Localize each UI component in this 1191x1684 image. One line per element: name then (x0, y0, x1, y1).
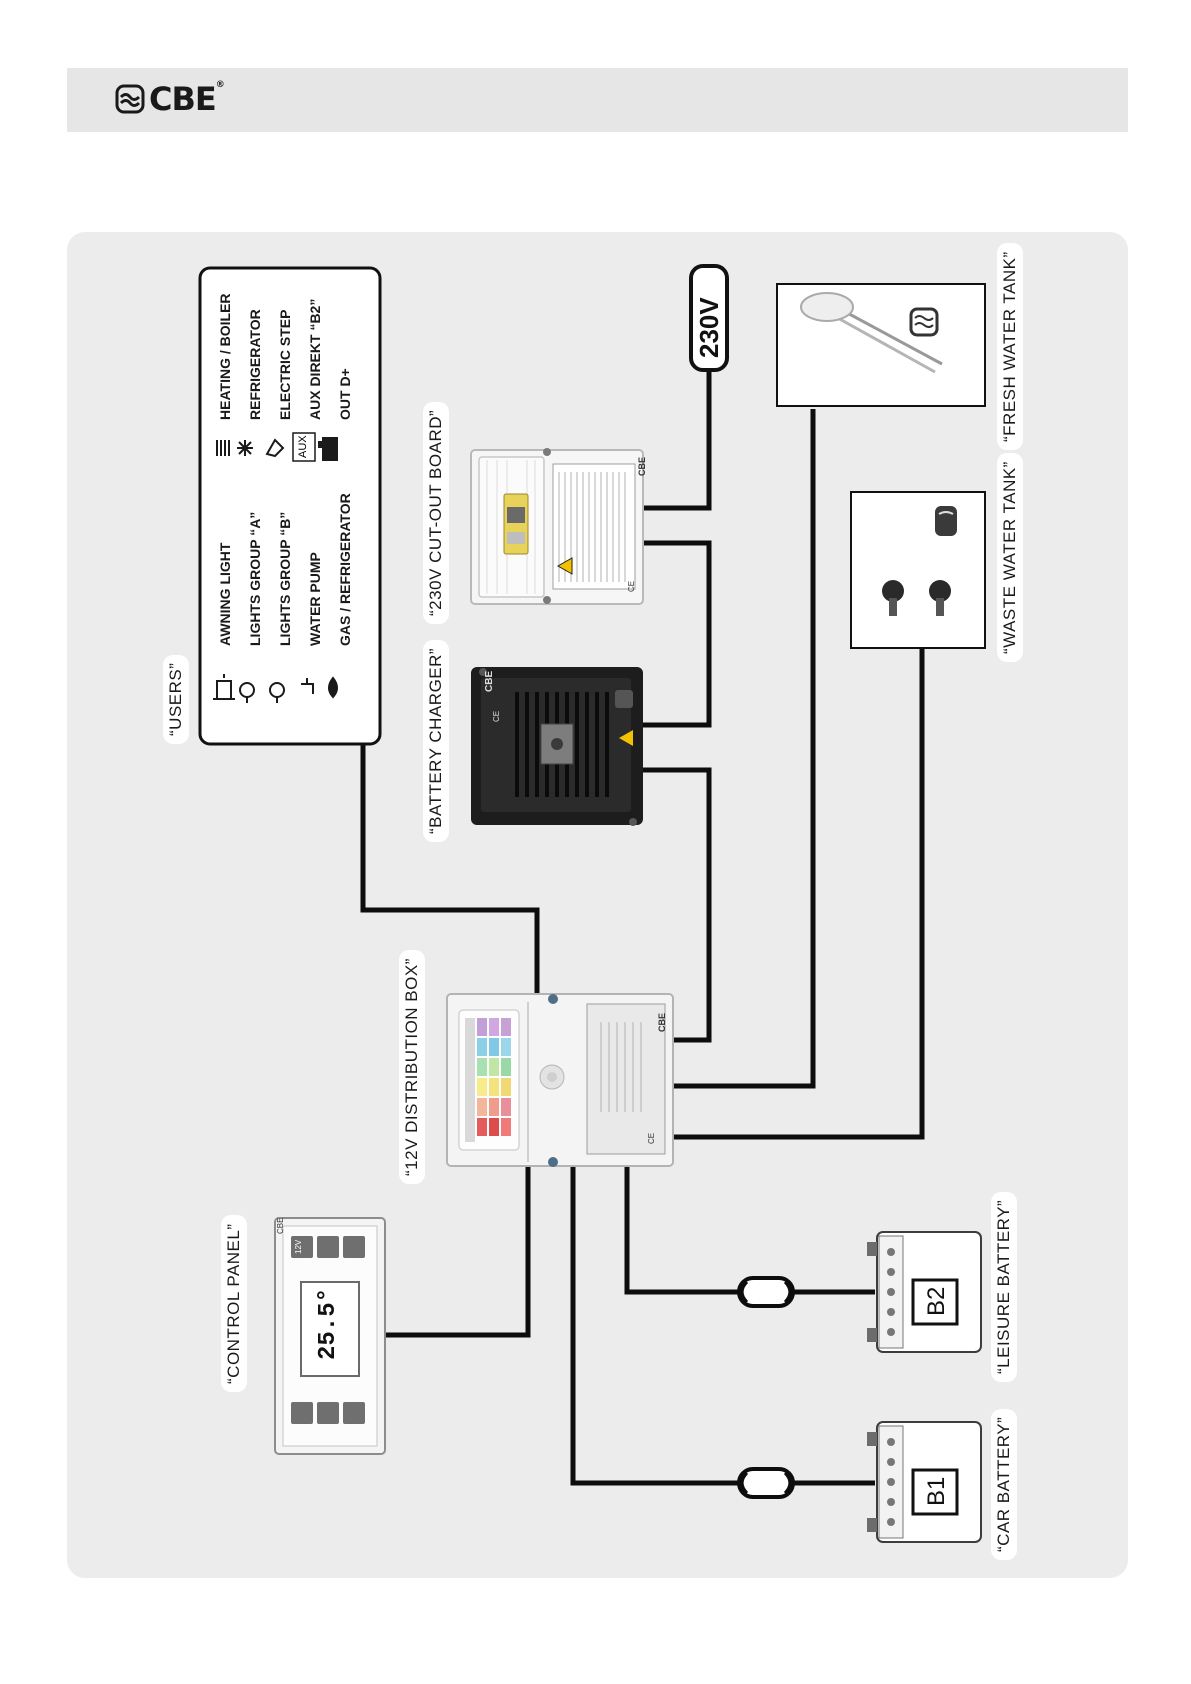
fuse-block (465, 1018, 511, 1142)
user-label-left-2: LIGHTS GROUP “B” (277, 511, 293, 646)
caption-battery-charger: “BATTERY CHARGER” (423, 639, 449, 842)
caption-cutout-board: “230V CUT-OUT BOARD” (423, 401, 449, 624)
wire-users (360, 743, 540, 994)
users-icons-right (216, 432, 338, 462)
step-icon (265, 438, 285, 458)
wire-car-battery (570, 1166, 743, 1486)
control-panel (274, 1217, 386, 1455)
battery-label-b2: B2 (923, 1286, 950, 1316)
caption-leisure-battery: “LEISURE BATTERY” (991, 1191, 1017, 1382)
caption-users: “USERS” (163, 654, 189, 744)
user-label-right-3: AUX DIREKT “B2” (307, 298, 323, 420)
voltage-badge (689, 264, 729, 372)
cbe-logo: CBE® (115, 80, 225, 118)
distribution-ce-mark: CE (647, 1132, 656, 1144)
radiator-icon (216, 440, 230, 456)
fuse-car (737, 1467, 795, 1499)
user-label-left-0: AWNING LIGHT (217, 542, 233, 646)
tap-icon (301, 678, 314, 694)
wiring-diagram (198, 264, 986, 1543)
waste-water-tank (850, 491, 986, 649)
car-battery (867, 1421, 982, 1543)
wire-waste-tank (673, 649, 925, 1140)
cbe-logo-icon (115, 84, 145, 114)
leisure-battery (867, 1231, 982, 1353)
brand-name: CBE® (149, 80, 225, 118)
user-label-right-4: OUT D+ (337, 368, 353, 420)
user-label-left-3: WATER PUMP (307, 552, 323, 646)
fuse-leisure (737, 1276, 795, 1308)
caption-distribution-box: “12V DISTRIBUTION BOX” (399, 950, 425, 1184)
battery-charger (471, 667, 643, 826)
wire-230v (643, 370, 712, 511)
aux-box-label: AUX (297, 435, 309, 458)
user-label-left-1: LIGHTS GROUP “A” (247, 511, 263, 646)
control-panel-brand: CBE (276, 1217, 285, 1234)
flame-icon (328, 676, 338, 699)
wire-cutout-charger (643, 540, 712, 728)
caption-waste-water-tank: “WASTE WATER TANK” (997, 453, 1023, 662)
waste-water-icon (935, 506, 957, 536)
diagram-panel: “USERS” “230V CUT-OUT BOARD” “BATTERY CH… (67, 232, 1128, 1578)
beacon-icon (213, 674, 235, 700)
bulb-b-icon (269, 682, 285, 703)
wire-leisure-battery (624, 1166, 743, 1295)
distribution-brand: CBE (657, 1012, 667, 1032)
caption-control-panel: “CONTROL PANEL” (221, 1215, 247, 1392)
wire-charger-distribution (643, 767, 712, 1043)
bulb-a-icon (239, 682, 255, 703)
control-panel-button-12v: 12V (294, 1239, 303, 1254)
header-bar: CBE® (67, 68, 1128, 132)
users-icons-left (213, 674, 338, 703)
control-panel-temperature: 25.5° (315, 1287, 342, 1360)
wire-control-panel (385, 1166, 531, 1338)
user-label-right-2: ELECTRIC STEP (277, 309, 293, 420)
user-label-right-0: HEATING / BOILER (217, 293, 233, 420)
wires (360, 370, 925, 1486)
battery-icon (318, 437, 338, 461)
distribution-box (446, 993, 674, 1167)
charger-ce-mark: CE (492, 710, 501, 722)
charger-brand: CBE (484, 670, 495, 692)
caption-fresh-water-tank: “FRESH WATER TANK” (997, 243, 1023, 450)
user-label-left-4: GAS / REFRIGERATOR (337, 493, 353, 646)
snowflake-icon (237, 440, 253, 456)
cutout-brand: CBE (637, 456, 647, 476)
cutout-board (470, 448, 644, 605)
cutout-ce-mark: CE (627, 580, 636, 592)
user-label-right-1: REFRIGERATOR (247, 309, 263, 420)
fresh-water-tank (776, 283, 986, 407)
voltage-label: 230V (694, 297, 724, 358)
battery-label-b1: B1 (923, 1476, 950, 1506)
wire-fresh-tank (673, 409, 816, 1089)
users-box (198, 266, 382, 746)
caption-car-battery: “CAR BATTERY” (991, 1408, 1017, 1560)
fresh-water-icon (909, 307, 939, 337)
aux-icon (292, 432, 316, 462)
